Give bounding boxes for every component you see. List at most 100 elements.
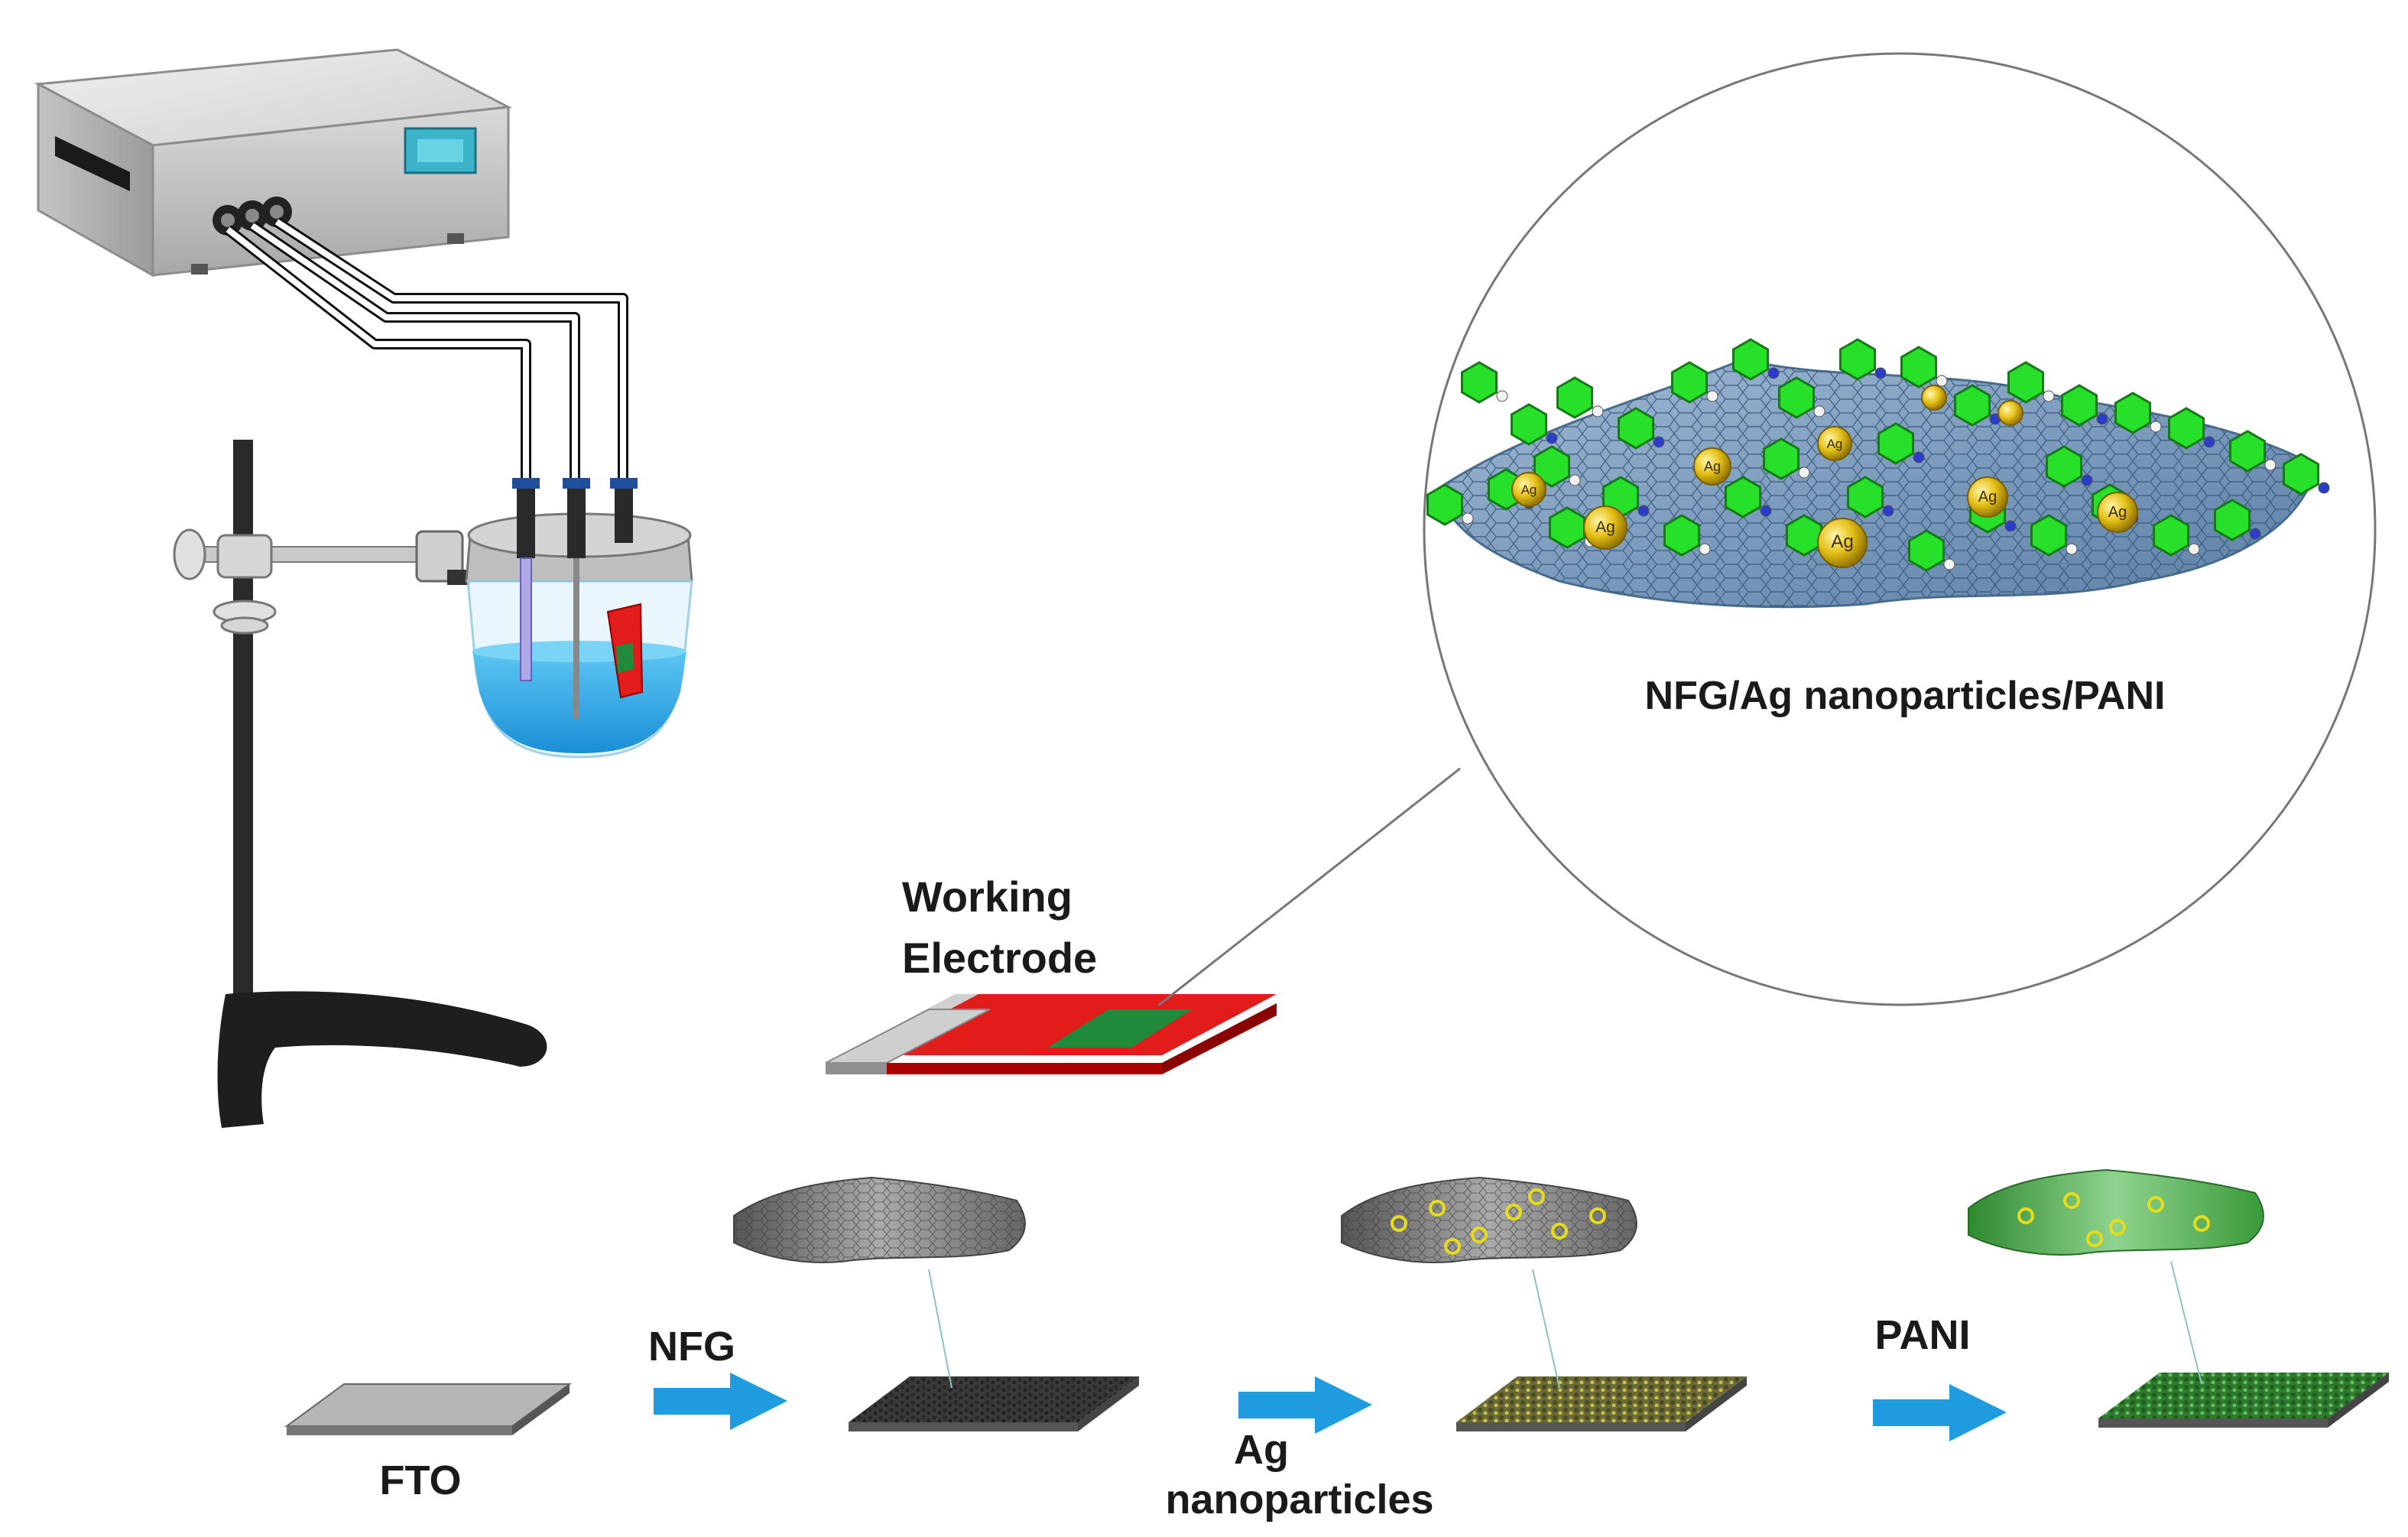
ag-particle-label: Ag [2108, 504, 2127, 521]
benzene-ring [2030, 514, 2067, 557]
benzene-ring [1461, 361, 1498, 404]
ag-particle [1817, 426, 1852, 461]
atom [1798, 466, 1810, 479]
atom [2004, 520, 2017, 532]
ag-particle-label: Ag [1521, 483, 1537, 497]
benzene-ring [1725, 476, 1761, 518]
benzene-ring [2046, 445, 2082, 488]
benzene-ring [1786, 514, 1822, 557]
atom [2249, 528, 2261, 540]
atom [1462, 512, 1474, 525]
benzene-ring [1556, 376, 1593, 419]
ag-particle-label: Ag [1704, 459, 1721, 474]
nfg-label: NFG [648, 1324, 735, 1370]
ag-particle-label: Ag [1827, 437, 1843, 451]
ag-particle-label: Ag [1831, 531, 1853, 552]
atom [1913, 451, 1925, 463]
ag-particle [1511, 472, 1546, 507]
fto-substrate [284, 1383, 573, 1435]
benzene-ring [2229, 430, 2266, 473]
atom [1767, 367, 1780, 379]
working-electrode-label-line2: Electrode [902, 934, 1098, 982]
benzene-ring [2168, 407, 2205, 450]
atom [2066, 543, 2078, 555]
benzene-ring [1847, 476, 1884, 518]
benzene-ring [1663, 514, 1700, 557]
ag-particle [1583, 505, 1628, 550]
lab-stand [173, 440, 547, 1128]
ag-label-line2: nanoparticles [1165, 1477, 1434, 1522]
benzene-ring [1671, 361, 1708, 404]
benzene-ring [2153, 514, 2189, 557]
benzene-ring [1732, 338, 1769, 381]
benzene-ring [2283, 453, 2319, 496]
benzene-ring [1877, 422, 1914, 465]
pani-step [1968, 1168, 2389, 1428]
pani-rings [1426, 338, 2330, 572]
atom [1546, 432, 1558, 444]
nfg-step [733, 1176, 1139, 1431]
ag-label-line1: Ag [1234, 1427, 1289, 1473]
ag-particle-label: Ag [1978, 489, 1997, 505]
benzene-ring [1839, 338, 1876, 381]
pani-label: PANI [1874, 1312, 1971, 1358]
benzene-ring [1908, 529, 1945, 572]
benzene-ring [2061, 384, 2098, 427]
working-electrode-label-line1: Working [902, 872, 1073, 921]
benzene-ring [1618, 407, 1654, 450]
atom [1569, 474, 1581, 486]
benzene-ring [1778, 376, 1815, 419]
ag-step [1341, 1176, 1747, 1431]
working-electrode [825, 994, 1277, 1074]
ag-particle [1921, 385, 1947, 411]
ag-particle [1817, 518, 1868, 568]
atom [1653, 436, 1665, 448]
benzene-ring [1549, 506, 1585, 549]
benzene-ring [1954, 384, 1991, 427]
atom [1592, 405, 1604, 418]
atom [2150, 421, 2162, 433]
atom [2188, 543, 2200, 555]
ag-particle [1967, 476, 2008, 518]
atom [2203, 436, 2215, 448]
nfg-film-on-electrode [1047, 1009, 1193, 1048]
composite-label: NFG/Ag nanoparticles/PANI [1644, 674, 2166, 718]
benzene-ring [1900, 346, 1937, 388]
fto-label: FTO [379, 1457, 462, 1503]
ag-particle [2097, 492, 2138, 533]
benzene-ring [1533, 445, 1570, 488]
atom [1936, 375, 1948, 387]
benzene-ring [2007, 361, 2044, 404]
ag-particle [1693, 447, 1731, 486]
atom [2043, 390, 2055, 402]
benzene-ring [2214, 499, 2251, 541]
atom [2318, 482, 2330, 494]
atom [2096, 413, 2108, 425]
benzene-ring [2114, 392, 2151, 434]
atom [1706, 390, 1718, 402]
ag-particle [1997, 400, 2023, 426]
atom [1760, 505, 1772, 517]
electrochemical-workstation [34, 48, 513, 278]
atom [2081, 474, 2093, 486]
atom [1943, 558, 1955, 570]
atom [1882, 505, 1894, 517]
ag-particle-label: Ag [1595, 518, 1615, 536]
benzene-ring [1763, 437, 1800, 480]
benzene-ring [1426, 483, 1463, 526]
atom [2264, 459, 2277, 471]
atom [1874, 367, 1887, 379]
nfg-arrow [654, 1373, 787, 1430]
atom [1699, 543, 1711, 555]
atom [1813, 405, 1825, 418]
atom [1637, 505, 1650, 517]
atom [1496, 390, 1508, 402]
electrochemical-cell [465, 478, 693, 759]
pani-arrow [1873, 1384, 2007, 1441]
connector-ports [213, 197, 292, 236]
